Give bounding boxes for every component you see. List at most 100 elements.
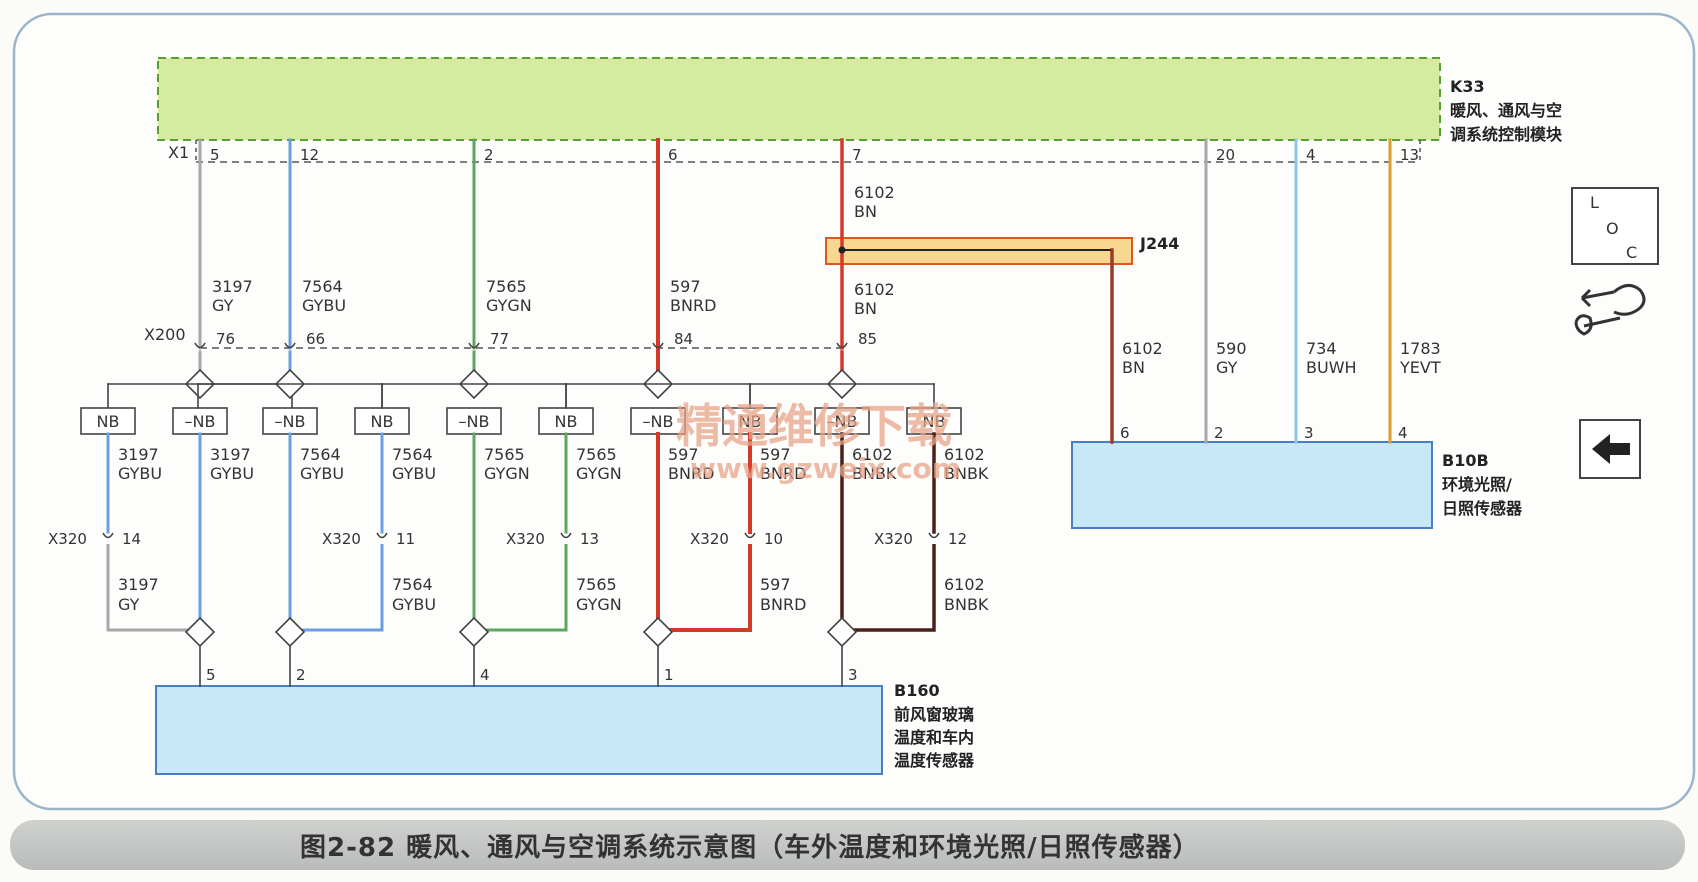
branch-right-color-3: BNRD	[760, 464, 806, 483]
b160-pin-0: 5	[206, 666, 216, 684]
notnb-box-3-text: –NB	[643, 412, 674, 431]
upper-wire-num-1: 7564	[302, 277, 343, 296]
x320-pin-4: 12	[948, 530, 967, 548]
b160-name-line1: 前风窗玻璃	[894, 705, 974, 724]
j244-splice-dot	[838, 246, 846, 254]
b10b-pin-2: 3	[1304, 424, 1314, 442]
x200-fork-3	[652, 342, 664, 349]
upper-wire-color-2: GYGN	[486, 296, 532, 315]
figure-title: 图2-82 暖风、通风与空调系统示意图（车外温度和环境光照/日照传感器）	[300, 832, 1200, 863]
x320-fork-3	[744, 532, 756, 539]
k33-pin-2: 2	[484, 146, 494, 164]
k33-name-line2: 调系统控制模块	[1450, 125, 1563, 144]
top-wire7-color: BN	[854, 202, 877, 221]
nb-box-2-box	[538, 407, 594, 435]
lower-wire-num-1: 7564	[392, 575, 433, 594]
branch-left-color-2: GYGN	[484, 464, 530, 483]
branch-right-color-1: GYBU	[392, 464, 436, 483]
x320-pin-3: 10	[764, 530, 783, 548]
branch-nb-lower-2	[474, 544, 568, 632]
branch-right-color-4: BNBK	[944, 464, 989, 483]
b10b-pin-3: 4	[1398, 424, 1408, 442]
lower-wire-num-0: 3197	[118, 575, 159, 594]
k33-id: K33	[1450, 77, 1485, 96]
x200-pin-0: 76	[216, 330, 235, 348]
branch-left-color-0: GYBU	[118, 464, 162, 483]
nb-box-2-text: NB	[555, 412, 578, 431]
j244-id: J244	[1139, 234, 1179, 253]
nb-box-4-text: NB	[923, 412, 946, 431]
branch-right-num-4: 6102	[944, 445, 985, 464]
notnb-box-0-box	[172, 407, 228, 435]
branch-left-color-1: GYBU	[300, 464, 344, 483]
k33-pin-1: 12	[300, 146, 319, 164]
connector-tool-icon	[1574, 284, 1646, 336]
branch-nb-lower-4	[842, 544, 936, 632]
watermark-line1: 精通维修下载	[676, 399, 952, 453]
b160-pin-2: 4	[480, 666, 490, 684]
upper-wire-color-3: BNRD	[670, 296, 716, 315]
branch-nb-lower-0	[106, 544, 200, 632]
lower-wire-color-0: GY	[118, 595, 140, 614]
upper-wire-num-2: 7565	[486, 277, 527, 296]
b160-pin-4: 3	[848, 666, 858, 684]
k33-pin-right-2: 4	[1306, 146, 1316, 164]
nb-box-3-text: NB	[739, 412, 762, 431]
x320-pin-0: 14	[122, 530, 141, 548]
nb-box-4-box	[906, 407, 962, 435]
upper-wire-num-4: 6102	[854, 280, 895, 299]
branch-left-color-4: BNBK	[852, 464, 897, 483]
x320-pin-1: 11	[396, 530, 415, 548]
b10b-pin-1: 2	[1214, 424, 1224, 442]
k33-module-box	[157, 57, 1441, 141]
branch-right-num-2: 7565	[576, 445, 617, 464]
notnb-box-2-box	[446, 407, 502, 435]
upper-wire-color-1: GYBU	[302, 296, 346, 315]
right-wire-color-3: YEVT	[1399, 358, 1441, 377]
loc-icon-c: C	[1626, 243, 1637, 262]
k33-name-line1: 暖风、通风与空	[1450, 101, 1562, 120]
b10b-name-line1: 环境光照/	[1442, 475, 1512, 494]
notnb-box-0-text: –NB	[185, 412, 216, 431]
k33-pin-4: 7	[852, 146, 862, 164]
top-wire7-num: 6102	[854, 183, 895, 202]
upper-wire-num-0: 3197	[212, 277, 253, 296]
x320-label-2: X320	[506, 530, 545, 548]
x200-fork-2	[468, 342, 480, 349]
b160-name-line3: 温度传感器	[893, 751, 975, 770]
notnb-box-2-text: –NB	[459, 412, 490, 431]
branch-left-color-3: BNRD	[668, 464, 714, 483]
branch-nb-lower-1	[290, 544, 384, 632]
loc-icon-o: O	[1606, 219, 1619, 238]
x320-label-4: X320	[874, 530, 913, 548]
branch-left-num-0: 3197	[118, 445, 159, 464]
branch-left-num-1: 7564	[300, 445, 341, 464]
branch-right-num-1: 7564	[392, 445, 433, 464]
k33-pin-right-1: 20	[1216, 146, 1235, 164]
lower-wire-num-4: 6102	[944, 575, 985, 594]
lower-wire-num-3: 597	[760, 575, 791, 594]
lower-wire-num-2: 7565	[576, 575, 617, 594]
x320-fork-4	[928, 532, 940, 539]
x320-pin-2: 13	[580, 530, 599, 548]
nb-box-0-box	[80, 407, 136, 435]
x200-fork-0	[194, 342, 206, 349]
x320-label-3: X320	[690, 530, 729, 548]
right-wire-num-1: 590	[1216, 339, 1247, 358]
x320-label-0: X320	[48, 530, 87, 548]
nb-box-1-text: NB	[371, 412, 394, 431]
b10b-id: B10B	[1442, 451, 1489, 470]
x200-pin-2: 77	[490, 330, 509, 348]
branch-left-num-4: 6102	[852, 445, 893, 464]
branch-nb-lower-3	[658, 544, 752, 632]
right-wire-color-2: BUWH	[1306, 358, 1357, 377]
branch-left-num-3: 597	[668, 445, 699, 464]
x320-label-1: X320	[322, 530, 361, 548]
branch-right-color-0: GYBU	[210, 464, 254, 483]
b160-sensor-box	[155, 685, 883, 775]
loc-icon-box	[1571, 187, 1659, 265]
figure-caption: 图2-82 暖风、通风与空调系统示意图（车外温度和环境光照/日照传感器）	[10, 820, 1685, 870]
k33-pin-3: 6	[668, 146, 678, 164]
